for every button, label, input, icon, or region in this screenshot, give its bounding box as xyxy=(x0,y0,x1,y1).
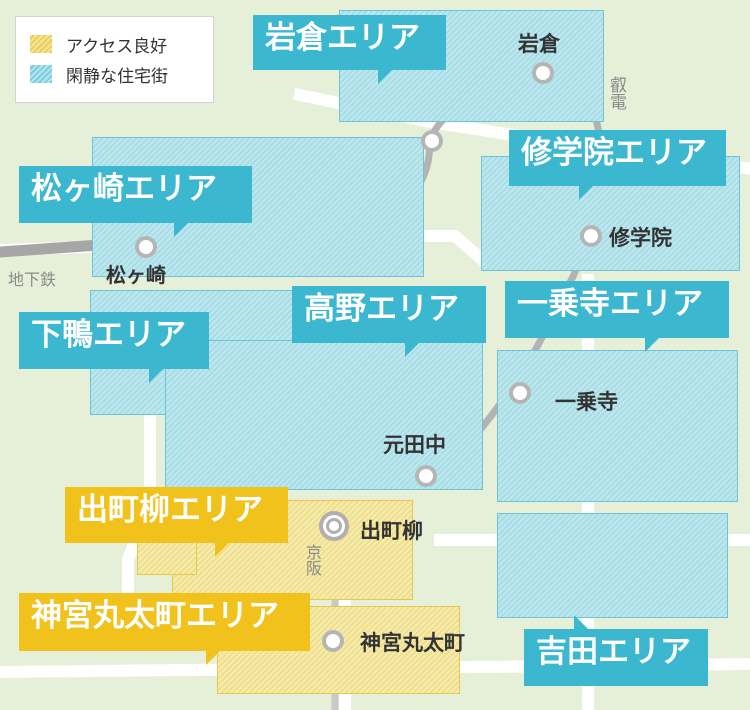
legend-label-residential: 閑静な住宅街 xyxy=(66,66,168,87)
yoshida-area-region xyxy=(497,513,728,618)
ichijoji-area-region xyxy=(497,350,738,502)
callout-tail xyxy=(174,223,188,237)
shugakuin-station-marker[interactable] xyxy=(580,225,602,247)
jingu-marutamachi-station-name: 神宮丸太町 xyxy=(360,631,465,655)
callout-tail xyxy=(405,343,419,357)
iwakura-station-marker[interactable] xyxy=(532,62,554,84)
callout-tail xyxy=(579,186,593,200)
legend-label-access: アクセス良好 xyxy=(66,36,168,57)
legend-item-access: アクセス良好 xyxy=(30,29,199,59)
jingu-marutamachi-area-label-text: 神宮丸太町エリア xyxy=(31,598,279,634)
shugakuin-area-label-text: 修学院エリア xyxy=(521,135,707,171)
jingu-marutamachi-station-marker[interactable] xyxy=(322,630,344,652)
matsugasaki-area-label-text: 松ヶ崎エリア xyxy=(31,171,217,207)
ichijoji-area-label[interactable]: 一乗寺エリア xyxy=(505,281,729,352)
shugakuin-station-name: 修学院 xyxy=(609,226,672,250)
demachiyanagi-area-label-text: 出町柳エリア xyxy=(77,492,263,528)
shugakuin-area-label[interactable]: 修学院エリア xyxy=(509,130,726,200)
iwakura-area-label-text: 岩倉エリア xyxy=(265,20,420,56)
callout-tail xyxy=(215,543,229,557)
callout-tail xyxy=(149,369,163,383)
callout-tail xyxy=(378,70,392,84)
ichijoji-station-marker[interactable] xyxy=(509,382,531,404)
demachiyanagi-station-name: 出町柳 xyxy=(360,519,423,543)
shimogamo-area-label[interactable]: 下鴨エリア xyxy=(19,312,209,383)
takano-area-label-text: 高野エリア xyxy=(304,291,459,327)
matsugasaki-station-name: 松ヶ崎 xyxy=(106,263,166,287)
legend: アクセス良好 閑静な住宅街 xyxy=(15,16,214,103)
yoshida-area-label-text: 吉田エリア xyxy=(536,634,691,670)
legend-swatch-yellow xyxy=(30,35,52,53)
callout-tail xyxy=(574,615,588,629)
subway-line-label: 地下鉄 xyxy=(8,270,57,289)
eiden-line-label: 叡電 xyxy=(606,76,626,110)
mototanaka-station-marker[interactable] xyxy=(415,465,437,487)
iwakura-area-region xyxy=(339,10,604,122)
shimogamo-area-label-text: 下鴨エリア xyxy=(31,317,186,353)
legend-swatch-blue xyxy=(30,65,52,83)
mototanaka-station-name: 元田中 xyxy=(383,433,446,457)
demachiyanagi-area-label[interactable]: 出町柳エリア xyxy=(65,487,288,557)
demachiyanagi-station-marker[interactable] xyxy=(319,511,349,541)
ichijoji-area-label-text: 一乗寺エリア xyxy=(517,286,703,322)
takano-area-region xyxy=(165,340,483,490)
yoshida-area-label[interactable]: 吉田エリア xyxy=(524,615,708,686)
callout-tail xyxy=(206,651,220,665)
jingu-marutamachi-area-label[interactable]: 神宮丸太町エリア xyxy=(19,593,310,665)
ichijoji-station-name: 一乗寺 xyxy=(555,390,618,414)
legend-item-residential: 閑静な住宅街 xyxy=(30,59,199,89)
eiden-junction-marker xyxy=(421,130,443,152)
keihan-line-label: 京阪 xyxy=(303,544,322,576)
iwakura-area-label[interactable]: 岩倉エリア xyxy=(253,15,446,84)
matsugasaki-station-marker[interactable] xyxy=(135,236,157,258)
matsugasaki-area-label[interactable]: 松ヶ崎エリア xyxy=(19,166,252,237)
iwakura-station-name: 岩倉 xyxy=(518,32,560,56)
callout-tail xyxy=(645,338,659,352)
takano-area-label[interactable]: 高野エリア xyxy=(292,286,486,357)
